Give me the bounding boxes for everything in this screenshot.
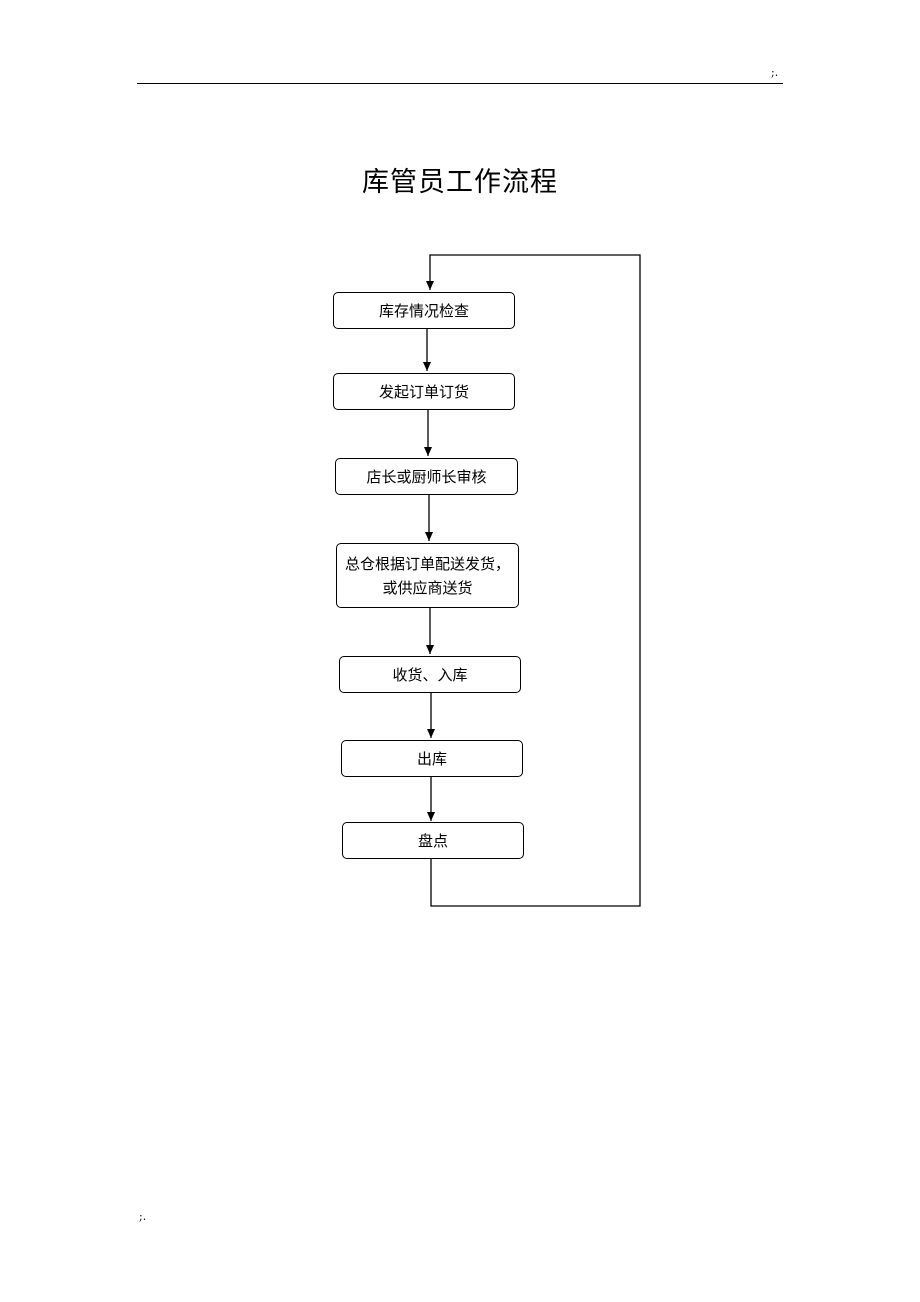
step-label: 盘点 — [417, 831, 448, 850]
step-label: 总仓根据订单配送发货， 或供应商送货 — [344, 554, 510, 597]
step-label: 店长或厨师长审核 — [366, 467, 487, 486]
step-inventory-check: 库存情况检查 — [333, 292, 515, 329]
page-title: 库管员工作流程 — [362, 167, 558, 198]
step-manager-review: 店长或厨师长审核 — [335, 458, 518, 495]
step-outbound: 出库 — [341, 740, 523, 777]
step-stocktake: 盘点 — [342, 822, 524, 859]
header-rule — [137, 83, 783, 84]
step-receive-store: 收货、入库 — [339, 656, 521, 693]
step-label: 出库 — [416, 749, 447, 768]
step-label: 库存情况检查 — [378, 301, 469, 320]
step-delivery: 总仓根据订单配送发货， 或供应商送货 — [336, 543, 519, 608]
step-label: 发起订单订货 — [378, 382, 469, 401]
loop-back-connector — [426, 254, 641, 907]
step-place-order: 发起订单订货 — [333, 373, 515, 410]
footer-mark: ;. — [139, 1210, 147, 1223]
step-label: 收货、入库 — [392, 665, 468, 684]
header-mark: ;. — [771, 66, 779, 79]
